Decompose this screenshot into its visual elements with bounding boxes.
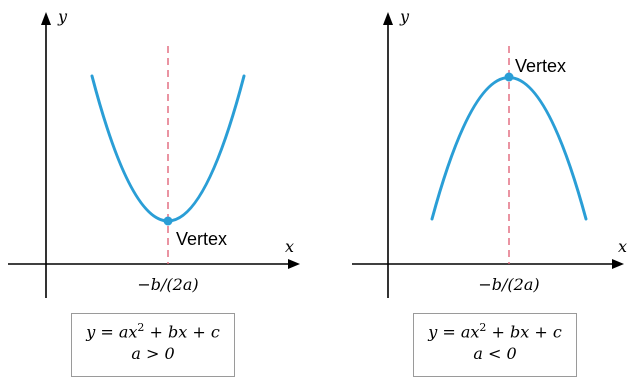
panel-upward: y x Vertex −b/(2a) [8, 7, 300, 298]
x-axis-arrow-icon [288, 259, 300, 269]
vertex-point [163, 216, 173, 226]
equation: y = ax2 + bx + c [86, 321, 220, 342]
x-axis-label: x [285, 237, 294, 256]
vertex-label: Vertex [176, 229, 227, 249]
vertex-label: Vertex [515, 56, 566, 76]
y-axis-label: y [399, 7, 410, 26]
axis-tick-label: −b/(2a) [137, 275, 198, 294]
y-axis-arrow-icon [383, 12, 393, 25]
y-axis-arrow-icon [41, 12, 51, 25]
condition: a > 0 [131, 344, 175, 364]
equation-box-downward: y = ax2 + bx + c a < 0 [413, 313, 577, 377]
panel-downward: y x Vertex −b/(2a) [352, 7, 627, 298]
axis-tick-label: −b/(2a) [478, 275, 539, 294]
vertex-point [504, 72, 514, 82]
equation-box-upward: y = ax2 + bx + c a > 0 [71, 313, 235, 377]
y-axis-label: y [57, 7, 68, 26]
condition: a < 0 [473, 344, 517, 364]
x-axis-arrow-icon [612, 259, 624, 269]
x-axis-label: x [618, 237, 627, 256]
equation: y = ax2 + bx + c [428, 321, 562, 342]
